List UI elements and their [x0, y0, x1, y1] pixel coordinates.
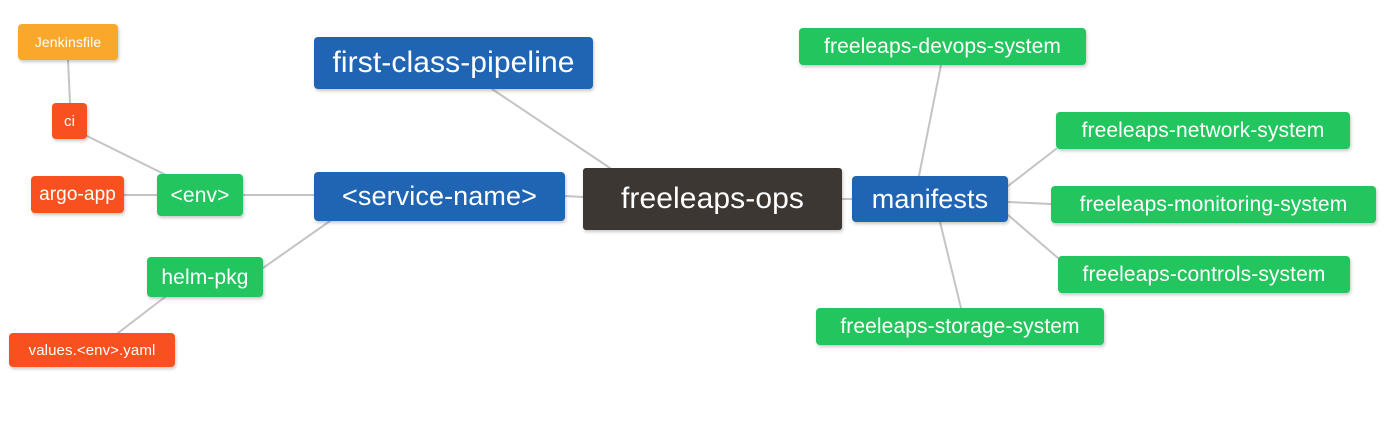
node-label: helm-pkg — [161, 265, 249, 289]
node-freeleaps-network-system[interactable]: freeleaps-network-system — [1056, 112, 1350, 149]
edge-manifests-to-freeleaps-network-system — [1007, 148, 1057, 187]
node-freeleaps-ops[interactable]: freeleaps-ops — [583, 168, 842, 230]
node-label: freeleaps-devops-system — [824, 35, 1061, 58]
node-label: argo-app — [39, 184, 116, 205]
node-freeleaps-devops-system[interactable]: freeleaps-devops-system — [799, 28, 1086, 65]
node-label: first-class-pipeline — [332, 46, 575, 79]
node-label: <env> — [170, 183, 230, 207]
edge-jenkinsfile-to-ci — [67, 59, 71, 104]
node-first-class-pipeline[interactable]: first-class-pipeline — [314, 37, 593, 89]
edge-service-name-to-freeleaps-ops — [564, 195, 584, 198]
node-freeleaps-monitoring-system[interactable]: freeleaps-monitoring-system — [1051, 186, 1376, 223]
node-label: freeleaps-ops — [620, 182, 805, 215]
edge-service-name-to-helm-pkg — [262, 220, 331, 269]
node-service-name[interactable]: <service-name> — [314, 172, 565, 221]
edge-manifests-to-freeleaps-monitoring-system — [1007, 201, 1052, 205]
node-label: freeleaps-controls-system — [1082, 263, 1326, 286]
node-label: manifests — [871, 183, 989, 214]
node-jenkinsfile[interactable]: Jenkinsfile — [18, 24, 118, 60]
node-label: Jenkinsfile — [34, 34, 102, 50]
edge-helm-pkg-to-values-yaml — [117, 296, 166, 334]
node-manifests[interactable]: manifests — [852, 176, 1008, 222]
node-label: values.<env>.yaml — [28, 341, 156, 359]
node-helm-pkg[interactable]: helm-pkg — [147, 257, 263, 297]
node-freeleaps-storage-system[interactable]: freeleaps-storage-system — [816, 308, 1104, 345]
node-argo-app[interactable]: argo-app — [31, 176, 124, 213]
node-label: ci — [63, 112, 76, 130]
edge-manifests-to-freeleaps-storage-system — [939, 221, 962, 309]
edge-manifests-to-freeleaps-controls-system — [1007, 214, 1059, 259]
node-label: <service-name> — [342, 181, 537, 211]
edge-first-class-pipeline-to-freeleaps-ops — [491, 88, 611, 169]
node-ci[interactable]: ci — [52, 103, 87, 139]
node-env[interactable]: <env> — [157, 174, 243, 216]
node-values-yaml[interactable]: values.<env>.yaml — [9, 333, 175, 367]
node-label: freeleaps-storage-system — [840, 315, 1080, 338]
node-freeleaps-controls-system[interactable]: freeleaps-controls-system — [1058, 256, 1350, 293]
edge-ci-to-env — [86, 135, 169, 177]
node-label: freeleaps-monitoring-system — [1079, 193, 1348, 216]
edge-manifests-to-freeleaps-devops-system — [918, 64, 942, 177]
node-label: freeleaps-network-system — [1081, 119, 1325, 142]
